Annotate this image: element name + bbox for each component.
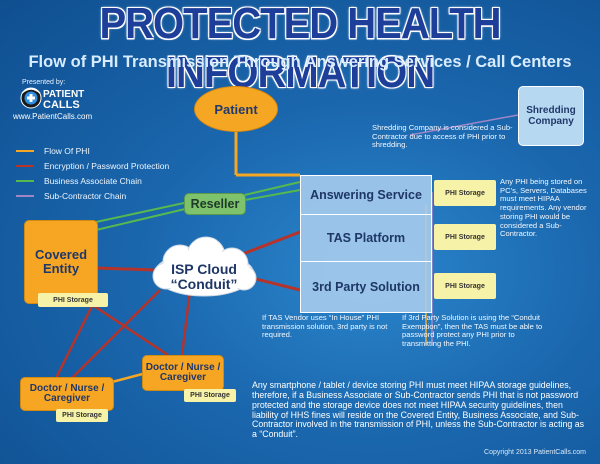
cloud-to-doctor-left-link [69,289,161,381]
phi-storage-note: Any PHI being stored on PC’s, Servers, D… [500,177,587,239]
reseller-to-service-chain [244,189,301,201]
legend-sub-contractor: Sub-Contractor Chain [16,190,126,202]
legend-swatch-subcontractor [16,195,34,197]
covered-to-cloud-encrypted [95,266,156,272]
phi-storage-answering-service: PHI Storage [434,180,496,206]
phi-storage-tas-platform: PHI Storage [434,224,496,250]
isp-cloud-label: ISP Cloud “Conduit” [146,262,262,291]
cloud-to-third-party-encrypted [251,276,301,292]
shredding-note: Shredding Company is considered a Sub-Co… [372,123,513,150]
logo-url: www.PatientCalls.com [13,112,93,121]
third-party-solution-layer: 3rd Party Solution [300,261,432,313]
phi-storage-covered-entity: PHI Storage [38,293,108,307]
patient-node: Patient [194,86,278,132]
phi-storage-doctor-left: PHI Storage [56,409,108,422]
covered-to-doctor-left-link [53,305,94,381]
shredding-company-node: Shredding Company [518,86,584,146]
legend-flow-of-phi: Flow Of PHI [16,145,90,157]
legend-label: Sub-Contractor Chain [44,191,127,201]
isp-cloud-shape [152,236,257,297]
svg-text:PATIENT: PATIENT [43,89,84,100]
subtitle: Flow of PHI Transmission Through Answeri… [28,53,572,71]
legend-encryption: Encryption / Password Protection [16,160,169,172]
logo-graphic: PATIENT CALLS [20,87,84,111]
covered-entity-node: Covered Entity [24,220,98,304]
isp-cloud-line2: “Conduit” [170,275,238,292]
doctor-nurse-caregiver-right: Doctor / Nurse / Caregiver [142,355,224,391]
main-title: PROTECTED HEALTH INFORMATION [99,0,501,97]
third-party-note: If 3rd Party Solution is using the “Cond… [402,313,543,349]
phi-storage-doctor-right: PHI Storage [184,389,236,402]
device-storage-disclaimer: Any smartphone / tablet / device storing… [252,380,584,440]
tas-platform-layer: TAS Platform [300,214,432,262]
phi-storage-third-party: PHI Storage [434,273,496,299]
isp-cloud-line1: ISP Cloud [171,261,237,277]
svg-text:CALLS: CALLS [43,99,80,110]
legend-label: Flow Of PHI [44,146,90,156]
covered-to-reseller-chain [95,202,185,223]
answering-service-layer: Answering Service [300,175,432,215]
legend-business-associate: Business Associate Chain [16,175,142,187]
doctor-nurse-caregiver-left: Doctor / Nurse / Caregiver [20,377,114,411]
copyright-text: Copyright 2013 PatientCalls.com [484,449,586,456]
presented-by-label: Presented by: [22,79,66,86]
reseller-node: Reseller [184,193,246,215]
shredding-subcontractor-chain [409,114,519,136]
cloud-to-doctor-right-link [180,289,192,356]
in-house-note: If TAS Vendor uses “In House” PHI transm… [262,313,388,340]
legend-label: Encryption / Password Protection [44,161,170,171]
legend-label: Business Associate Chain [44,176,142,186]
legend-swatch-business [16,180,34,182]
patientcalls-logo: PATIENT CALLS [20,86,94,111]
legend-swatch-encryption [16,165,34,167]
legend-swatch-flow [16,150,34,152]
covered-to-doctor-right-link [93,304,169,357]
cloud-to-tas-encrypted [239,230,301,257]
